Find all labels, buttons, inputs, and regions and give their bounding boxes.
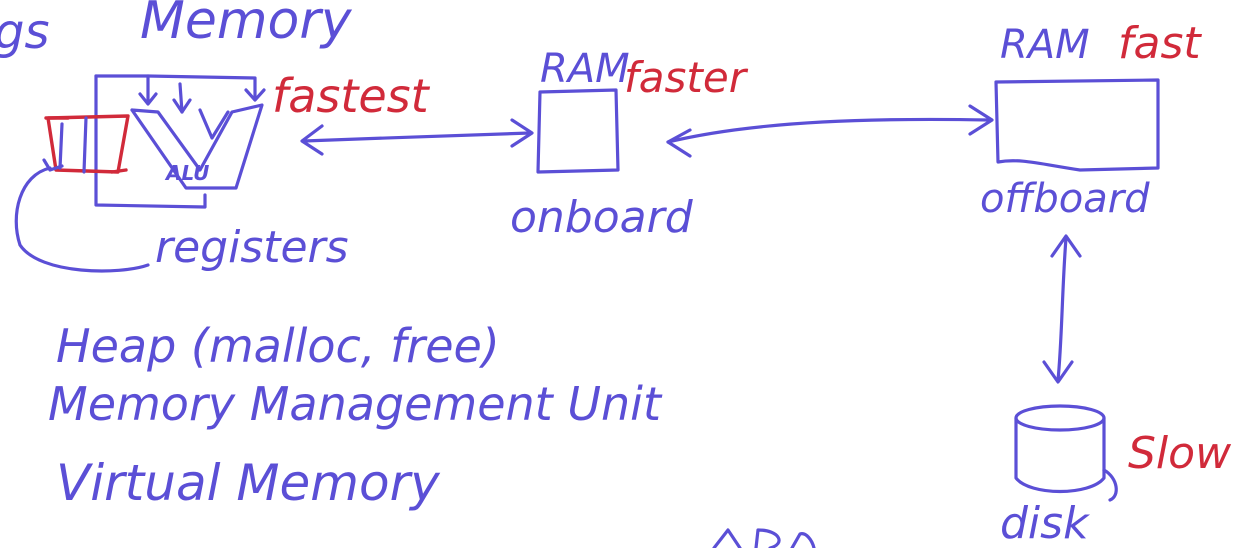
note-virtual-memory: Virtual Memory	[56, 454, 441, 512]
offboard-ram-location: offboard	[980, 176, 1150, 222]
onboard-ram: RAM faster onboard	[510, 46, 749, 243]
cpu-speed-label: fastest	[272, 69, 431, 123]
note-mmu: Memory Management Unit	[48, 377, 663, 431]
disk-cylinder-icon	[1014, 404, 1118, 502]
ram-ram-arrow	[666, 104, 994, 158]
disk-label: disk	[1000, 498, 1090, 548]
ram-box-icon	[536, 88, 620, 174]
alu-label: ALU	[164, 161, 209, 185]
registers-label: registers	[155, 222, 349, 273]
memory-heading: Memory	[140, 0, 353, 51]
offboard-ram-speed: fast	[1118, 18, 1202, 69]
offboard-ram: RAM fast offboard	[980, 18, 1202, 222]
cpu-sketch-icon: ALU	[14, 74, 266, 273]
cpu-ram-arrow	[300, 118, 534, 156]
note-heap: Heap (malloc, free)	[56, 319, 500, 373]
partial-bottom-scribble	[712, 528, 816, 548]
onboard-ram-speed: faster	[624, 53, 749, 102]
disk-speed-label: Slow	[1128, 428, 1232, 479]
ram-box-icon	[994, 78, 1160, 172]
ram-disk-arrow	[1042, 234, 1082, 384]
partial-left-word: gs	[0, 4, 49, 60]
onboard-ram-location: onboard	[510, 192, 694, 243]
onboard-ram-title: RAM	[540, 46, 630, 92]
offboard-ram-title: RAM	[1000, 22, 1090, 68]
